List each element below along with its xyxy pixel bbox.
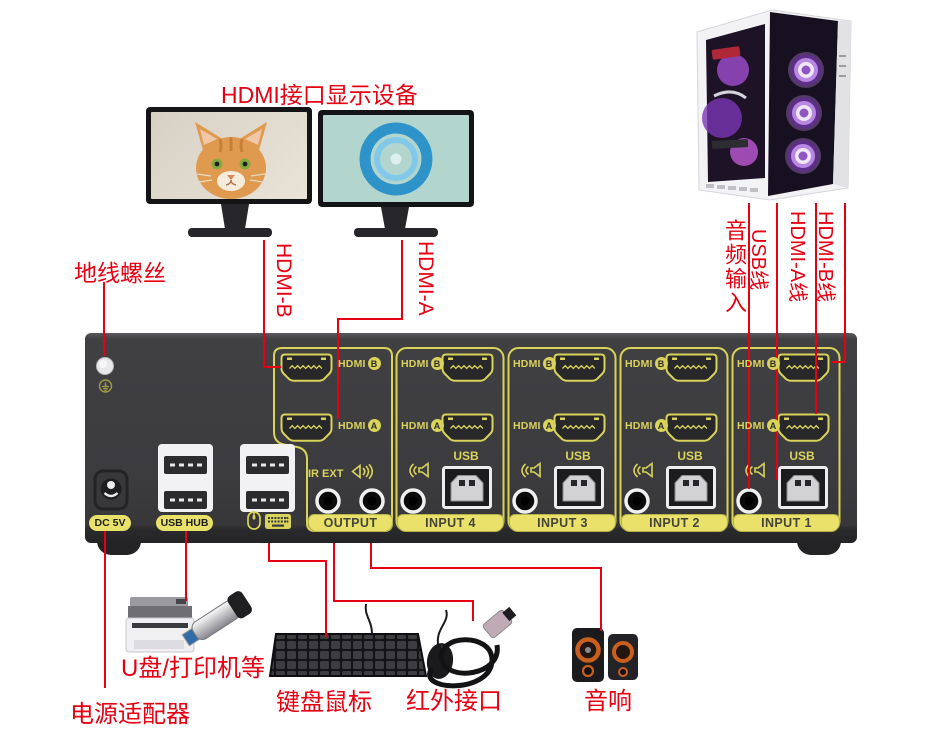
pc-tower <box>696 9 852 201</box>
monitor-right <box>318 110 474 207</box>
monitor-left <box>146 107 312 204</box>
output-band: OUTPUT <box>308 514 393 532</box>
dc-5v-badge: DC 5V <box>89 515 131 531</box>
power-adapter-label: 电源适配器 <box>70 701 190 728</box>
ground-screw-label: 地线螺丝 <box>74 260 166 286</box>
pc-front-fans <box>785 52 824 174</box>
port-a-badge: A <box>430 419 444 432</box>
line-speakers <box>370 543 602 631</box>
hdmi-text: HDMI <box>737 357 765 370</box>
line-ir <box>333 543 474 621</box>
port-b-badge: B <box>430 357 444 370</box>
port-a-badge: A <box>367 419 381 432</box>
port-b-badge: B <box>654 357 668 370</box>
port-b-badge: B <box>367 357 381 370</box>
port-b-badge: B <box>766 357 780 370</box>
hdmi-text: HDMI <box>401 357 429 370</box>
hdmi-text: HDMI <box>737 419 765 432</box>
diagram-title: HDMI接口显示设备 <box>221 82 418 108</box>
ir-cable <box>427 606 517 689</box>
keyboard <box>268 603 428 677</box>
hdmi-text: HDMI <box>513 419 541 432</box>
printer <box>125 597 195 653</box>
ir-ext-label: IR EXT <box>308 468 344 480</box>
hdmi-a-cable-label: HDMI-A线 <box>786 211 808 303</box>
input4-usb-label: USB <box>453 449 479 463</box>
monitor-right-screen <box>323 115 469 202</box>
hdmi-text: HDMI <box>338 357 366 370</box>
monitor-hdmi-b-label: HDMI-B <box>272 243 295 318</box>
mouse <box>426 609 454 679</box>
input2-usb-label: USB <box>677 449 703 463</box>
monitor-right-stand <box>354 207 438 237</box>
cat-image <box>195 122 267 199</box>
swirl-image <box>359 122 433 196</box>
port-b-badge: B <box>542 357 556 370</box>
audio-in-cable-label: 音频输入 <box>722 219 747 315</box>
monitor-left-stand <box>188 204 272 237</box>
speakers-label: 音响 <box>584 688 632 715</box>
usb-printer-label: U盘/打印机等 <box>121 655 265 682</box>
input1-band: INPUT 1 <box>733 514 840 532</box>
keyboard-mouse-label: 键盘鼠标 <box>276 689 372 716</box>
ir-port-label: 红外接口 <box>406 688 502 715</box>
line-keyboard-mouse <box>268 543 327 637</box>
speakers <box>572 628 638 682</box>
hdmi-b-cable-label: HDMI-B线 <box>814 211 836 303</box>
input3-band: INPUT 3 <box>509 514 616 532</box>
usb-flash-drive <box>181 591 252 647</box>
port-a-badge: A <box>654 419 668 432</box>
hdmi-text: HDMI <box>513 357 541 370</box>
monitor-left-screen <box>151 112 307 199</box>
monitor-hdmi-a-label: HDMI-A <box>414 241 437 316</box>
port-a-badge: A <box>766 419 780 432</box>
hdmi-text: HDMI <box>625 357 653 370</box>
device-foot-right <box>797 541 841 555</box>
hdmi-text: HDMI <box>401 419 429 432</box>
input1-usb-label: USB <box>789 449 815 463</box>
usb-cable-label: USB线 <box>747 229 769 291</box>
input4-band: INPUT 4 <box>397 514 504 532</box>
input3-usb-label: USB <box>565 449 591 463</box>
device-foot-left <box>97 541 141 555</box>
input2-band: INPUT 2 <box>621 514 728 532</box>
usb-hub-badge: USB HUB <box>156 515 213 531</box>
port-a-badge: A <box>542 419 556 432</box>
hdmi-text: HDMI <box>338 419 366 432</box>
hdmi-text: HDMI <box>625 419 653 432</box>
